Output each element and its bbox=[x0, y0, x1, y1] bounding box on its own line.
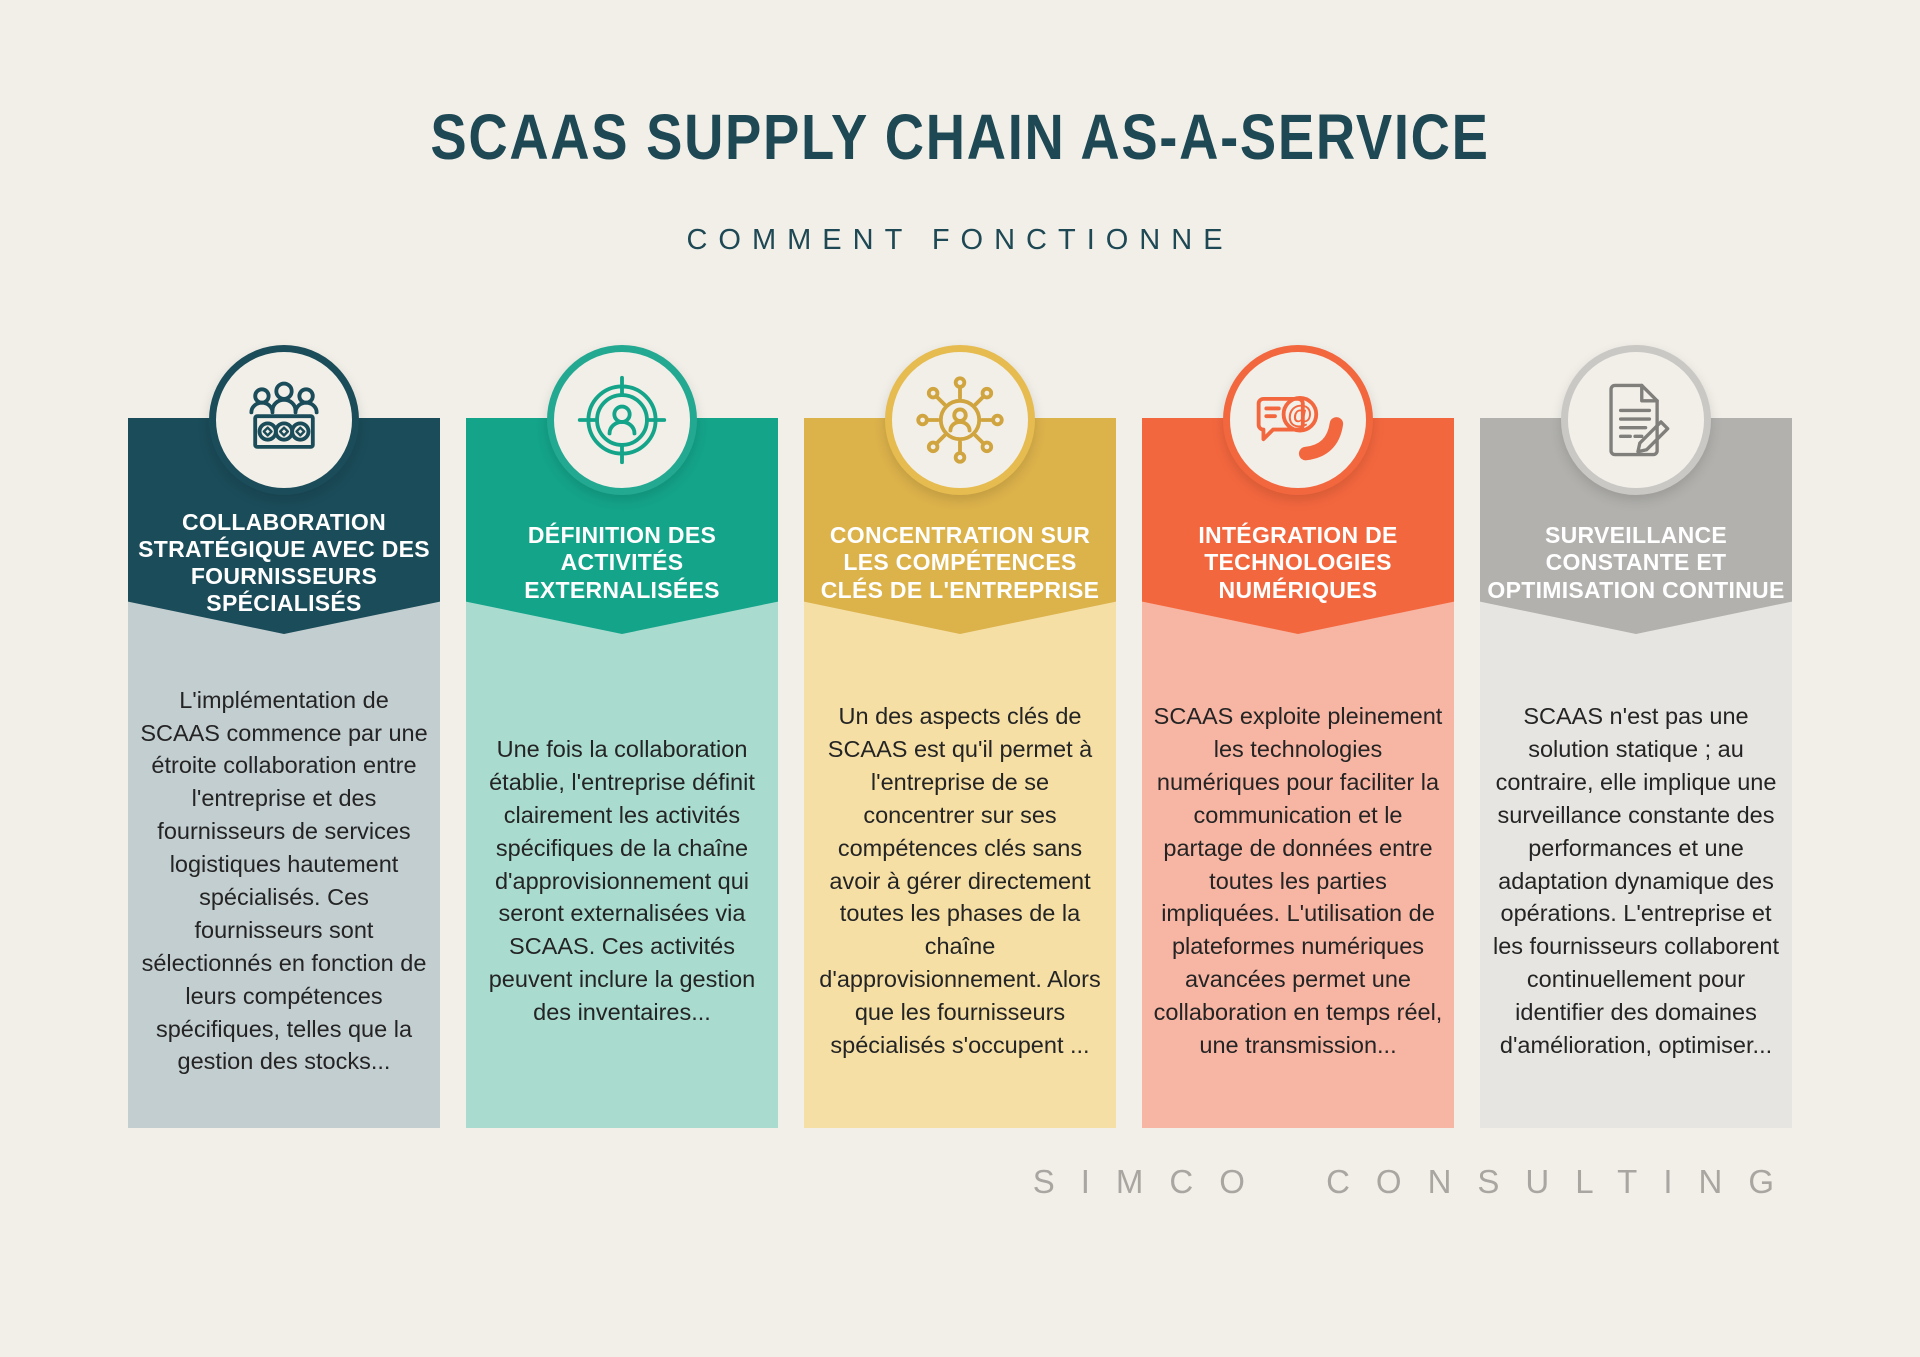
step-column-definition: DÉFINITION DES ACTIVITÉS EXTERNALISÉES U… bbox=[466, 345, 778, 1128]
page-subtitle: COMMENT FONCTIONNE bbox=[686, 224, 1234, 256]
step-body-text: Un des aspects clés de SCAAS est qu'il p… bbox=[819, 703, 1101, 1058]
digital-communication-icon: @ bbox=[1223, 345, 1373, 495]
step-title: INTÉGRATION DE TECHNOLOGIES NUMÉRIQUES bbox=[1198, 522, 1398, 603]
step-title: DÉFINITION DES ACTIVITÉS EXTERNALISÉES bbox=[524, 522, 720, 603]
document-pencil-icon bbox=[1561, 345, 1711, 495]
brand-footer: SIMCO CONSULTING bbox=[1032, 1163, 1800, 1200]
network-person-icon bbox=[885, 345, 1035, 495]
step-body: Un des aspects clés de SCAAS est qu'il p… bbox=[813, 634, 1107, 1128]
step-body: Une fois la collaboration établie, l'ent… bbox=[475, 634, 769, 1128]
step-body: L'implémentation de SCAAS commence par u… bbox=[137, 634, 431, 1128]
step-header: CONCENTRATION SUR LES COMPÉTENCES CLÉS D… bbox=[804, 418, 1116, 634]
step-title: SURVEILLANCE CONSTANTE ET OPTIMISATION C… bbox=[1487, 522, 1785, 603]
step-column-integration: @ INTÉGRATION DE TECHNOLOGIES NUMÉRIQUES… bbox=[1142, 345, 1454, 1128]
step-column-collaboration: COLLABORATION STRATÉGIQUE AVEC DES FOURN… bbox=[128, 345, 440, 1128]
svg-text:@: @ bbox=[1287, 401, 1312, 429]
step-title: COLLABORATION STRATÉGIQUE AVEC DES FOURN… bbox=[138, 508, 430, 617]
step-body-text: SCAAS exploite pleinement les technologi… bbox=[1153, 703, 1443, 1058]
step-body-text: L'implémentation de SCAAS commence par u… bbox=[140, 686, 428, 1075]
step-body-text: Une fois la collaboration établie, l'ent… bbox=[488, 735, 756, 1026]
team-suppliers-icon bbox=[209, 345, 359, 495]
page-title: SCAAS SUPPLY CHAIN AS-A-SERVICE bbox=[430, 101, 1490, 173]
step-body: SCAAS n'est pas une solution statique ; … bbox=[1489, 634, 1783, 1128]
step-column-concentration: CONCENTRATION SUR LES COMPÉTENCES CLÉS D… bbox=[804, 345, 1116, 1128]
step-body-text: SCAAS n'est pas une solution statique ; … bbox=[1492, 703, 1780, 1058]
step-title: CONCENTRATION SUR LES COMPÉTENCES CLÉS D… bbox=[820, 522, 1100, 603]
step-body: SCAAS exploite pleinement les technologi… bbox=[1151, 634, 1445, 1128]
steps-row: COLLABORATION STRATÉGIQUE AVEC DES FOURN… bbox=[128, 345, 1792, 1128]
target-person-icon bbox=[547, 345, 697, 495]
step-column-surveillance: SURVEILLANCE CONSTANTE ET OPTIMISATION C… bbox=[1480, 345, 1792, 1128]
